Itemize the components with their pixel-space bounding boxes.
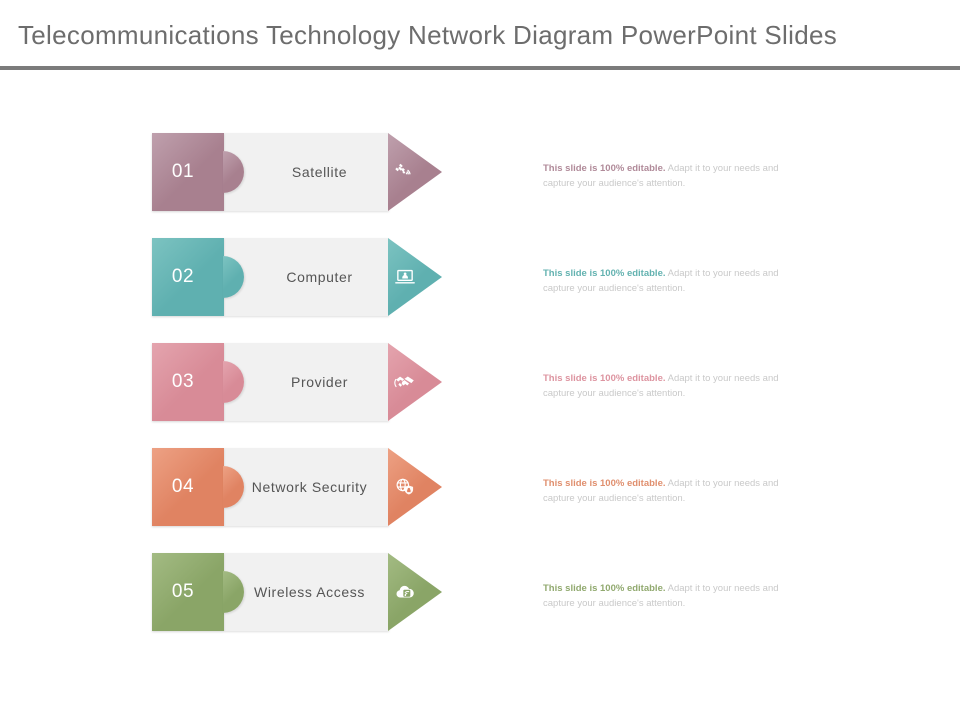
handshake-icon	[392, 369, 418, 395]
header-divider	[0, 66, 960, 70]
network-security-icon	[392, 474, 418, 500]
row-description-rest: Adapt it to your needs and capture your …	[543, 163, 779, 189]
puzzle-tab	[223, 571, 244, 613]
diagram-row: Satellite 01 This slide is 100% editable. …	[0, 133, 960, 238]
row-number: 04	[171, 476, 195, 497]
row-number: 03	[171, 371, 195, 392]
row-body-panel[interactable]: Network Security	[224, 448, 389, 526]
cloud-wireless-icon	[392, 579, 418, 605]
laptop-icon	[392, 264, 418, 290]
row-label: Satellite	[291, 164, 348, 180]
row-arrow-head[interactable]	[388, 448, 442, 526]
row-label: Network Security	[251, 479, 368, 495]
row-body-panel[interactable]: Satellite	[224, 133, 389, 211]
page-title: Telecommunications Technology Network Di…	[18, 20, 838, 50]
row-graphic[interactable]: Provider 03	[152, 343, 442, 421]
row-description-lead: This slide is 100% editable.	[543, 373, 666, 384]
row-description-rest: Adapt it to your needs and capture your …	[543, 478, 779, 504]
row-description-rest: Adapt it to your needs and capture your …	[543, 583, 779, 609]
puzzle-tab	[223, 256, 244, 298]
row-number: 02	[171, 266, 195, 287]
puzzle-tab	[223, 361, 244, 403]
row-label: Computer	[286, 269, 353, 285]
row-arrow-head[interactable]	[388, 343, 442, 421]
row-graphic[interactable]: Wireless Access 05	[152, 553, 442, 631]
row-body-panel[interactable]: Wireless Access	[224, 553, 389, 631]
satellite-icon	[392, 159, 418, 185]
diagram-row: Wireless Access 05 This slide is 100% edit…	[0, 553, 960, 658]
puzzle-tab	[223, 466, 244, 508]
row-description: This slide is 100% editable. Adapt it to…	[543, 581, 801, 611]
row-description-lead: This slide is 100% editable.	[543, 478, 666, 489]
diagram-row: Provider 03 This slide is 100% editable. A…	[0, 343, 960, 448]
slide-header: Telecommunications Technology Network Di…	[0, 0, 960, 70]
row-label: Provider	[291, 374, 348, 390]
row-number-block[interactable]: 05	[152, 553, 224, 631]
diagram-row: Network Security 04 This slide is 100% edi…	[0, 448, 960, 553]
row-label: Wireless Access	[254, 584, 365, 600]
row-body-panel[interactable]: Provider	[224, 343, 389, 421]
diagram-row: Computer 02 This slide is 100% editable. A…	[0, 238, 960, 343]
row-arrow-head[interactable]	[388, 133, 442, 211]
row-graphic[interactable]: Satellite 01	[152, 133, 442, 211]
row-description-lead: This slide is 100% editable.	[543, 163, 666, 174]
row-number: 01	[171, 161, 195, 182]
row-description: This slide is 100% editable. Adapt it to…	[543, 476, 801, 506]
puzzle-tab	[223, 151, 244, 193]
row-description: This slide is 100% editable. Adapt it to…	[543, 161, 801, 191]
row-number: 05	[171, 581, 195, 602]
row-arrow-head[interactable]	[388, 238, 442, 316]
row-number-block[interactable]: 03	[152, 343, 224, 421]
row-graphic[interactable]: Computer 02	[152, 238, 442, 316]
row-number-block[interactable]: 02	[152, 238, 224, 316]
row-description: This slide is 100% editable. Adapt it to…	[543, 371, 801, 401]
row-description-lead: This slide is 100% editable.	[543, 583, 666, 594]
row-number-block[interactable]: 04	[152, 448, 224, 526]
row-graphic[interactable]: Network Security 04	[152, 448, 442, 526]
row-description-rest: Adapt it to your needs and capture your …	[543, 268, 779, 294]
row-description: This slide is 100% editable. Adapt it to…	[543, 266, 801, 296]
row-number-block[interactable]: 01	[152, 133, 224, 211]
row-description-lead: This slide is 100% editable.	[543, 268, 666, 279]
row-arrow-head[interactable]	[388, 553, 442, 631]
row-body-panel[interactable]: Computer	[224, 238, 389, 316]
row-description-rest: Adapt it to your needs and capture your …	[543, 373, 779, 399]
